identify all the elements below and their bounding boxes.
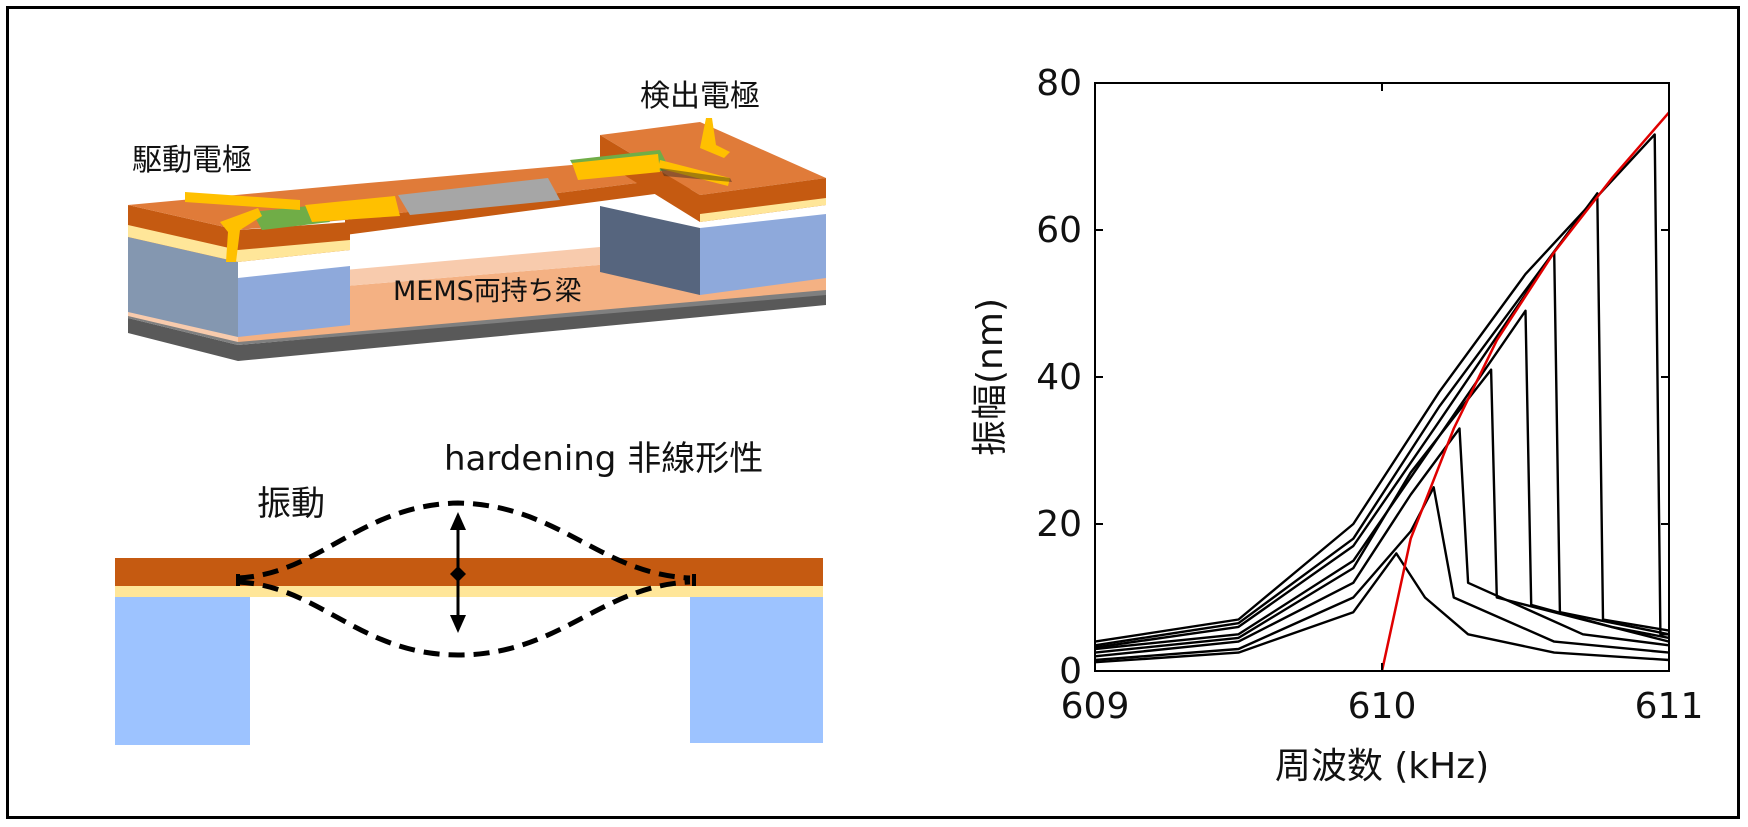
- right-block-cream-front: [700, 198, 826, 222]
- figure-frame: [6, 6, 1740, 819]
- y-tick-label: 80: [1036, 63, 1082, 104]
- gold-electrode-left-fork: [220, 208, 262, 262]
- chart-series-group: [1094, 111, 1670, 672]
- gold-electrode-right-bar: [658, 160, 730, 186]
- vibration-mode-upper: [237, 500, 691, 581]
- right-block-top: [600, 122, 826, 195]
- chart-series-backbone: [1380, 111, 1670, 672]
- chart-x-axis-label: 周波数 (kHz): [1275, 746, 1489, 787]
- chart-series-1: [1094, 552, 1670, 664]
- left-support: [115, 595, 250, 745]
- y-tick-label: 0: [1059, 651, 1082, 692]
- gray-pad: [398, 178, 560, 215]
- chart-series-8: [1094, 133, 1669, 643]
- amplitude-arrow-up: [450, 512, 466, 530]
- detect-electrode-label: 検出電極: [640, 79, 760, 114]
- chart-series-6: [1094, 250, 1670, 649]
- chart-series-3: [1094, 427, 1670, 658]
- left-pillar-front: [238, 266, 350, 337]
- gold-electrode-right-fork: [700, 118, 730, 158]
- beam-orange-layer: [115, 558, 823, 586]
- chart-series-4: [1094, 368, 1670, 654]
- response-chart: 609 610 611 0 20 40 60 80 周波数 (kHz) 振幅(nm): [970, 63, 1703, 787]
- gold-electrode-left-pad: [305, 196, 400, 222]
- x-tick-label: 610: [1348, 686, 1417, 727]
- base-gray-layer: [128, 293, 826, 361]
- x-tick-label: 609: [1061, 686, 1130, 727]
- left-block-cream-front: [238, 240, 350, 262]
- gold-electrode-right-pad: [572, 154, 660, 180]
- cross-section: 振動 hardening 非線形性: [115, 439, 823, 745]
- y-tick-label: 60: [1036, 210, 1082, 251]
- left-pillar-side: [128, 235, 238, 337]
- beam-label: MEMS両持ち梁: [393, 276, 582, 307]
- beam-front: [345, 175, 700, 235]
- right-support: [690, 595, 823, 743]
- nonlinearity-label: hardening 非線形性: [444, 439, 763, 479]
- amplitude-arrow-down: [450, 615, 466, 633]
- drive-electrode-label: 駆動電極: [132, 143, 252, 178]
- chart-plot-frame: [1094, 82, 1670, 672]
- beam-cream-layer: [115, 585, 823, 597]
- right-pillar-side: [600, 206, 700, 295]
- gold-electrode-left-bar: [185, 192, 300, 210]
- x-tick-label: 611: [1635, 686, 1704, 727]
- chart-y-axis-label: 振幅(nm): [970, 298, 1011, 456]
- y-tick-label: 40: [1036, 357, 1082, 398]
- chart-series-5: [1094, 309, 1670, 651]
- gold-electrode-right-bar2: [660, 168, 732, 182]
- beam-gap: [350, 205, 600, 252]
- vibration-mode-lower: [237, 579, 691, 658]
- chart-ticks: 609 610 611 0 20 40 60 80: [1036, 63, 1703, 727]
- left-block-cream-side: [128, 225, 238, 262]
- mems-device-3d: 駆動電極 検出電極 MEMS両持ち梁: [128, 79, 826, 361]
- chart-series-7: [1094, 192, 1670, 647]
- right-pillar-front: [700, 214, 826, 295]
- vibration-label: 振動: [257, 484, 325, 524]
- y-tick-label: 20: [1036, 504, 1082, 545]
- amplitude-center-marker: [450, 566, 466, 582]
